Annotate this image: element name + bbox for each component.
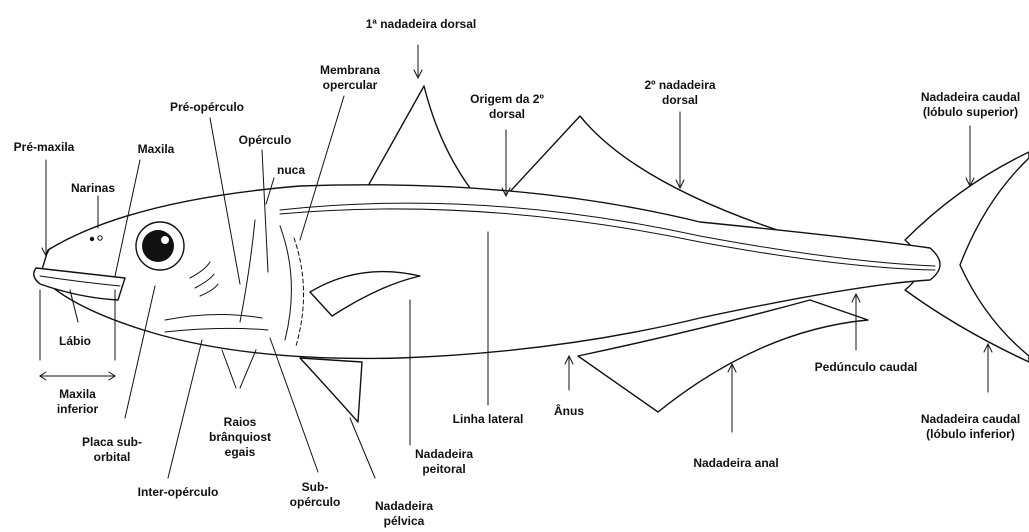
label-caudal-inferior: Nadadeira caudal(lóbulo inferior)	[912, 412, 1029, 442]
label-first-dorsal: 1ª nadadeira dorsal	[356, 17, 486, 32]
label-interoperculo: Inter-opérculo	[126, 485, 230, 500]
label-narinas: Narinas	[62, 181, 124, 196]
label-peduncolo: Pedúnculo caudal	[804, 360, 928, 375]
label-nuca: nuca	[266, 163, 316, 178]
pupil	[142, 230, 174, 262]
label-preoperculo: Pré-opérculo	[152, 100, 262, 115]
label-linha-lateral: Linha lateral	[436, 412, 540, 427]
nostril	[90, 237, 94, 241]
label-premaxila: Pré-maxila	[0, 140, 88, 155]
pelvic-fin	[300, 358, 362, 422]
label-placa-suborbital: Placa sub-orbital	[72, 435, 152, 465]
label-caudal-superior: Nadadeira caudal(lóbulo superior)	[912, 90, 1029, 120]
label-anus: Ânus	[544, 404, 594, 419]
label-suboperculo: Sub-opérculo	[280, 480, 350, 510]
label-operculo: Opérculo	[230, 133, 300, 148]
label-maxila: Maxila	[126, 142, 186, 157]
label-anal: Nadadeira anal	[684, 456, 788, 471]
label-labio: Lábio	[50, 334, 100, 349]
